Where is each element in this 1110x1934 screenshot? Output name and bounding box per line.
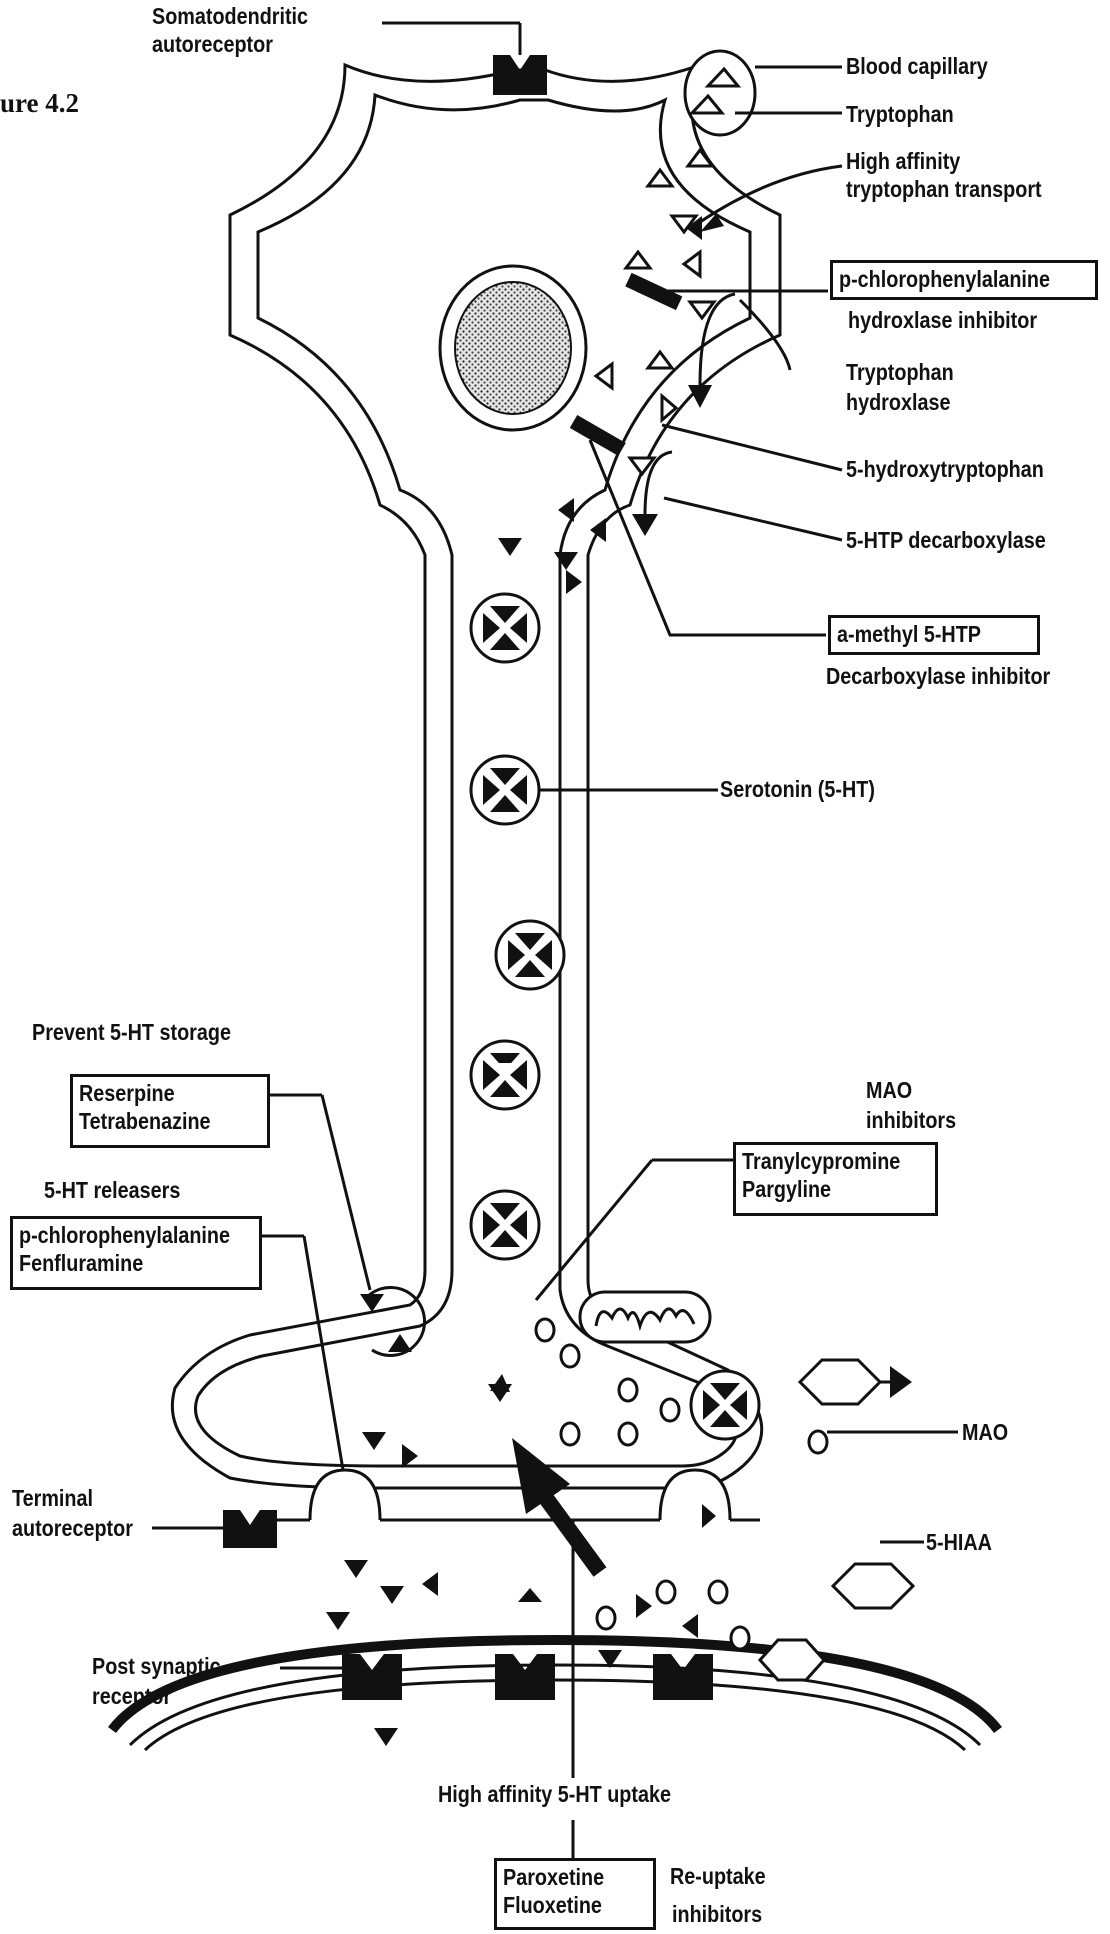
blood-capillary (685, 51, 755, 135)
conversion-arrows (645, 294, 735, 515)
storage-vesicle (360, 1287, 425, 1355)
label-somatodendritic: Somatodendritic (152, 2, 308, 30)
label-terminal-autoreceptor: autoreceptor (12, 1514, 133, 1542)
label-fluoxetine: Fluoxetine (503, 1891, 627, 1919)
label-pcpa-2: p-chlorophenylalanine (19, 1221, 220, 1249)
label-5-hydroxytryptophan: 5-hydroxytryptophan (846, 455, 1044, 483)
label-tranylcypromine: Tranylcypromine (742, 1147, 903, 1175)
nucleus (440, 266, 586, 430)
label-hydroxylase-inhibitor: hydroxlase inhibitor (848, 306, 1037, 334)
box-releasers: p-chlorophenylalanine Fenfluramine (10, 1216, 262, 1290)
label-post-synaptic: Post synaptic (92, 1652, 221, 1680)
label-releasers: 5-HT releasers (44, 1176, 180, 1204)
label-mao-inhibitors: inhibitors (866, 1106, 956, 1134)
label-tryptophan: Tryptophan (846, 100, 954, 128)
label-terminal: Terminal (12, 1484, 93, 1512)
label-tetrabenazine: Tetrabenazine (79, 1107, 236, 1135)
label-receptor: receptor (92, 1682, 171, 1710)
label-tryptophan-transport: tryptophan transport (846, 175, 1042, 203)
label-mao-heading: MAO (866, 1076, 912, 1104)
5-hiaa-molecules (760, 1360, 913, 1680)
label-paroxetine: Paroxetine (503, 1863, 627, 1891)
label-hydroxylase: hydroxlase (846, 388, 950, 416)
label-prevent-storage: Prevent 5-HT storage (32, 1018, 231, 1046)
label-pcpa: p-chlorophenylalanine (839, 265, 1054, 293)
label-high-affinity-uptake: High affinity 5-HT uptake (438, 1780, 671, 1808)
figure-label: ure 4.2 (0, 88, 79, 119)
label-serotonin: Serotonin (5-HT) (720, 775, 875, 803)
label-high-affinity: High affinity (846, 147, 960, 175)
box-reuptake-inhibitors: Paroxetine Fluoxetine (494, 1858, 656, 1930)
label-5-hiaa: 5-HIAA (926, 1528, 992, 1556)
label-reuptake: Re-uptake (670, 1862, 766, 1890)
label-pargyline: Pargyline (742, 1175, 903, 1203)
label-decarboxylase-inhibitor: Decarboxylase inhibitor (826, 662, 1050, 690)
uptake-arrow (512, 1438, 600, 1572)
box-mao-inhibitors: Tranylcypromine Pargyline (733, 1142, 938, 1216)
label-mao: MAO (962, 1418, 1008, 1446)
label-amethyl: a-methyl 5-HTP (837, 620, 1004, 648)
box-reserpine: Reserpine Tetrabenazine (70, 1074, 270, 1148)
box-amethyl: a-methyl 5-HTP (828, 615, 1040, 655)
label-5htp-decarboxylase: 5-HTP decarboxylase (846, 526, 1046, 554)
label-tryptophan-2: Tryptophan (846, 358, 954, 386)
label-fenfluramine: Fenfluramine (19, 1249, 220, 1277)
mitochondrion (580, 1292, 710, 1342)
label-reuptake-inhibitors: inhibitors (672, 1900, 762, 1928)
label-somatodendritic-autoreceptor: autoreceptor (152, 30, 273, 58)
label-blood-capillary: Blood capillary (846, 52, 988, 80)
box-pcpa: p-chlorophenylalanine (830, 260, 1098, 300)
label-reserpine: Reserpine (79, 1079, 236, 1107)
